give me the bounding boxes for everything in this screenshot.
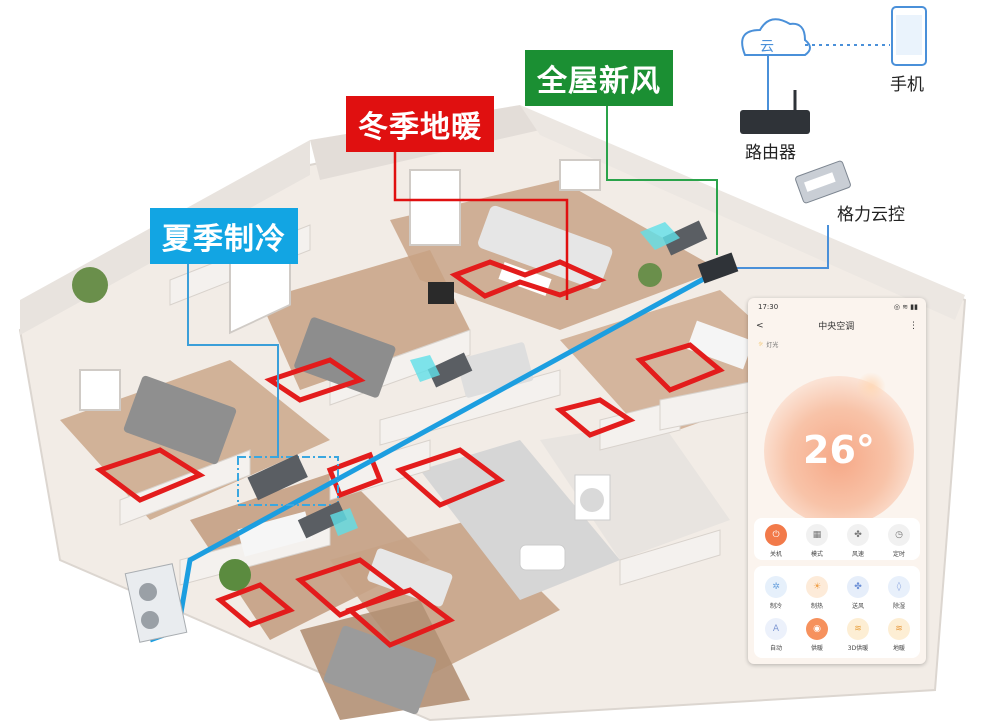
bath-floor [420, 440, 620, 600]
laundry-floor [540, 420, 730, 560]
indoor-unit-box [237, 456, 339, 506]
mode-cool-button[interactable]: ✲ 制冷 [756, 576, 796, 610]
fresh-air-label: 全屋新风 [525, 50, 673, 106]
status-time: 17:30 [758, 303, 779, 311]
router-label: 路由器 [745, 143, 796, 163]
mode-label: 模式 [810, 551, 823, 558]
heating-icon: ◉ [806, 618, 828, 640]
floor-heating-line [393, 148, 569, 300]
mode-fan-label: 送风 [851, 603, 864, 610]
cloud-label: 云 [760, 39, 774, 55]
summer-cooling-label: 夏季制冷 [150, 208, 298, 264]
mode-3d-warm-label: 3D供暖 [847, 645, 869, 652]
mode-panel: ✲ 制冷 ☀ 制热 ✤ 送风 ◊ 除湿 A 自动 ◉ 供暖 ≋ 3D供暖 ≋ 地 [754, 566, 920, 658]
main-controls: ⏻ 关机 ▦ 模式 ✤ 风速 ◷ 定时 [754, 518, 920, 560]
floor-heating-icon: ≋ [888, 618, 910, 640]
mode-dry-button[interactable]: ◊ 除湿 [879, 576, 919, 610]
more-icon[interactable]: ⋮ [909, 320, 918, 331]
mode-warm-label: 供暖 [810, 645, 823, 652]
controller-label: 格力云控 [837, 205, 905, 225]
back-icon[interactable]: < [756, 320, 764, 331]
mode-heat-button[interactable]: ☀ 制热 [797, 576, 837, 610]
outdoor-unit [124, 563, 188, 643]
light-icon: ☼ [758, 341, 764, 348]
3d-heating-icon: ≋ [847, 618, 869, 640]
app-title: 中央空调 [818, 322, 855, 332]
fan-icon: ✤ [847, 524, 869, 546]
temperature-value: 26° [803, 428, 875, 472]
power-icon: ⏻ [765, 524, 787, 546]
mode-fan-button[interactable]: ✤ 送风 [838, 576, 878, 610]
mode-floor-label: 地暖 [892, 645, 905, 652]
auto-icon: A [765, 618, 787, 640]
light-toggle[interactable]: ☼ 灯光 [748, 332, 926, 357]
cloud-shape [741, 18, 811, 56]
status-icons: ◎ ≋ ▮▮ [893, 303, 918, 311]
power-label: 关机 [769, 551, 782, 558]
power-button[interactable]: ⏻ 关机 [756, 524, 796, 558]
cloud-control-line [735, 225, 829, 269]
fresh-air-unit [697, 252, 739, 284]
floor-heating-label: 冬季地暖 [346, 96, 494, 152]
mode-floor-button[interactable]: ≋ 地暖 [879, 618, 919, 652]
dial-handle[interactable] [856, 372, 886, 402]
cooling-label-line [187, 262, 279, 458]
phone-label: 手机 [890, 75, 924, 95]
app-titlebar: < 中央空调 ⋮ [748, 311, 926, 333]
fresh-air-line [606, 100, 718, 255]
mode-button[interactable]: ▦ 模式 [797, 524, 837, 558]
fan-speed-button[interactable]: ✤ 风速 [838, 524, 878, 558]
fan-mode-icon: ✤ [847, 576, 869, 598]
snowflake-icon: ✲ [765, 576, 787, 598]
mode-3d-warm-button[interactable]: ≋ 3D供暖 [838, 618, 878, 652]
light-label: 灯光 [766, 342, 779, 349]
timer-button[interactable]: ◷ 定时 [879, 524, 919, 558]
office-floor [190, 470, 430, 640]
temperature-dial[interactable]: 26° [764, 372, 914, 526]
mode-auto-label: 自动 [769, 645, 782, 652]
fan-speed-label: 风速 [851, 551, 864, 558]
droplet-icon: ◊ [888, 576, 910, 598]
clock-icon: ◷ [888, 524, 910, 546]
mode-auto-button[interactable]: A 自动 [756, 618, 796, 652]
router-device [740, 110, 810, 134]
status-bar: 17:30 ◎ ≋ ▮▮ [748, 298, 926, 311]
mode-heat-label: 制热 [810, 603, 823, 610]
ac-control-app: 17:30 ◎ ≋ ▮▮ < 中央空调 ⋮ ☼ 灯光 26° ⏻ 关机 ▦ 模式… [748, 298, 926, 664]
mode-cool-label: 制冷 [769, 603, 782, 610]
sun-icon: ☀ [806, 576, 828, 598]
grid-icon: ▦ [806, 524, 828, 546]
right-wall [520, 105, 965, 320]
mode-warm-button[interactable]: ◉ 供暖 [797, 618, 837, 652]
timer-label: 定时 [892, 551, 905, 558]
mode-dry-label: 除湿 [892, 603, 905, 610]
